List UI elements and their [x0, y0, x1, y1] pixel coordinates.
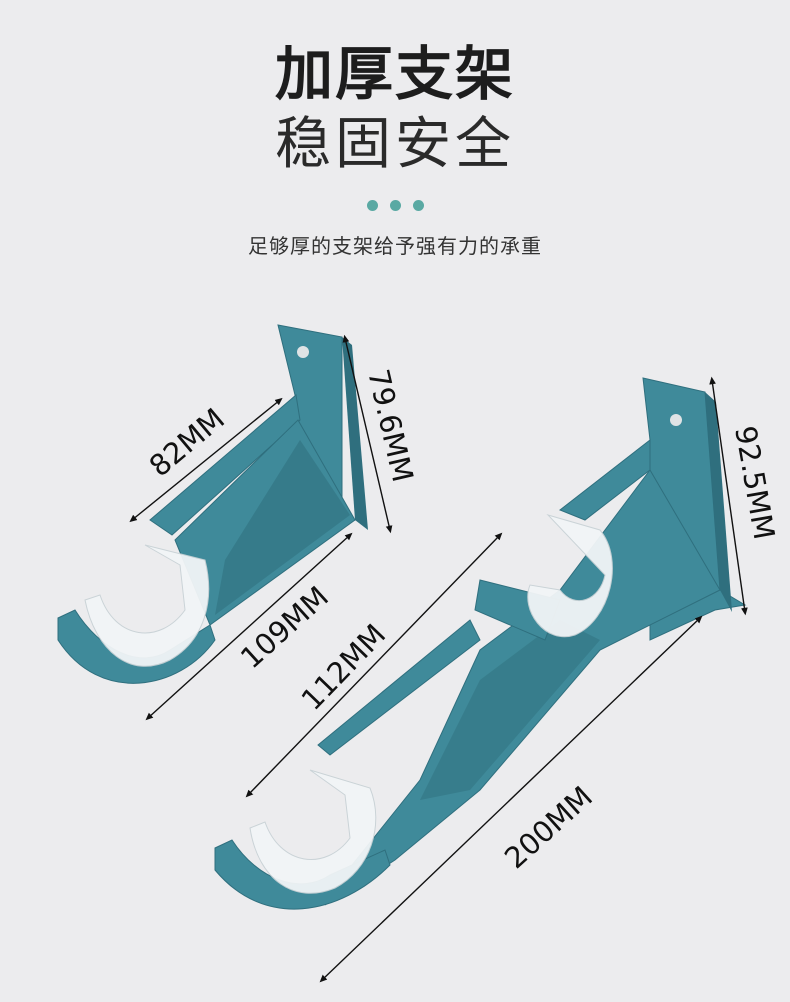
- dot-3: [412, 200, 424, 211]
- dimension-lines: [129, 334, 748, 983]
- double-screw-hole: [670, 414, 682, 426]
- page-subtitle: 稳固安全: [275, 112, 515, 177]
- dim-line-82: [129, 397, 283, 523]
- dim-label-200: 200MM: [498, 779, 599, 875]
- page-title: 加厚支架: [274, 40, 515, 108]
- single-bracket: [57, 324, 368, 684]
- single-screw-hole: [297, 346, 309, 358]
- single-wall-plate-edge: [342, 337, 368, 530]
- dim-line-79: [342, 334, 393, 534]
- dim-line-200: [319, 615, 703, 983]
- decorative-dots: [0, 196, 790, 215]
- page-description: 足够厚的支架给予强有力的承重: [248, 234, 542, 258]
- dim-label-79: 79.6MM: [361, 366, 420, 485]
- dim-line-92: [709, 376, 748, 616]
- dot-2: [389, 200, 401, 211]
- dot-1: [366, 200, 378, 211]
- dim-label-92: 92.5MM: [728, 423, 781, 542]
- double-upper-arm: [559, 438, 651, 521]
